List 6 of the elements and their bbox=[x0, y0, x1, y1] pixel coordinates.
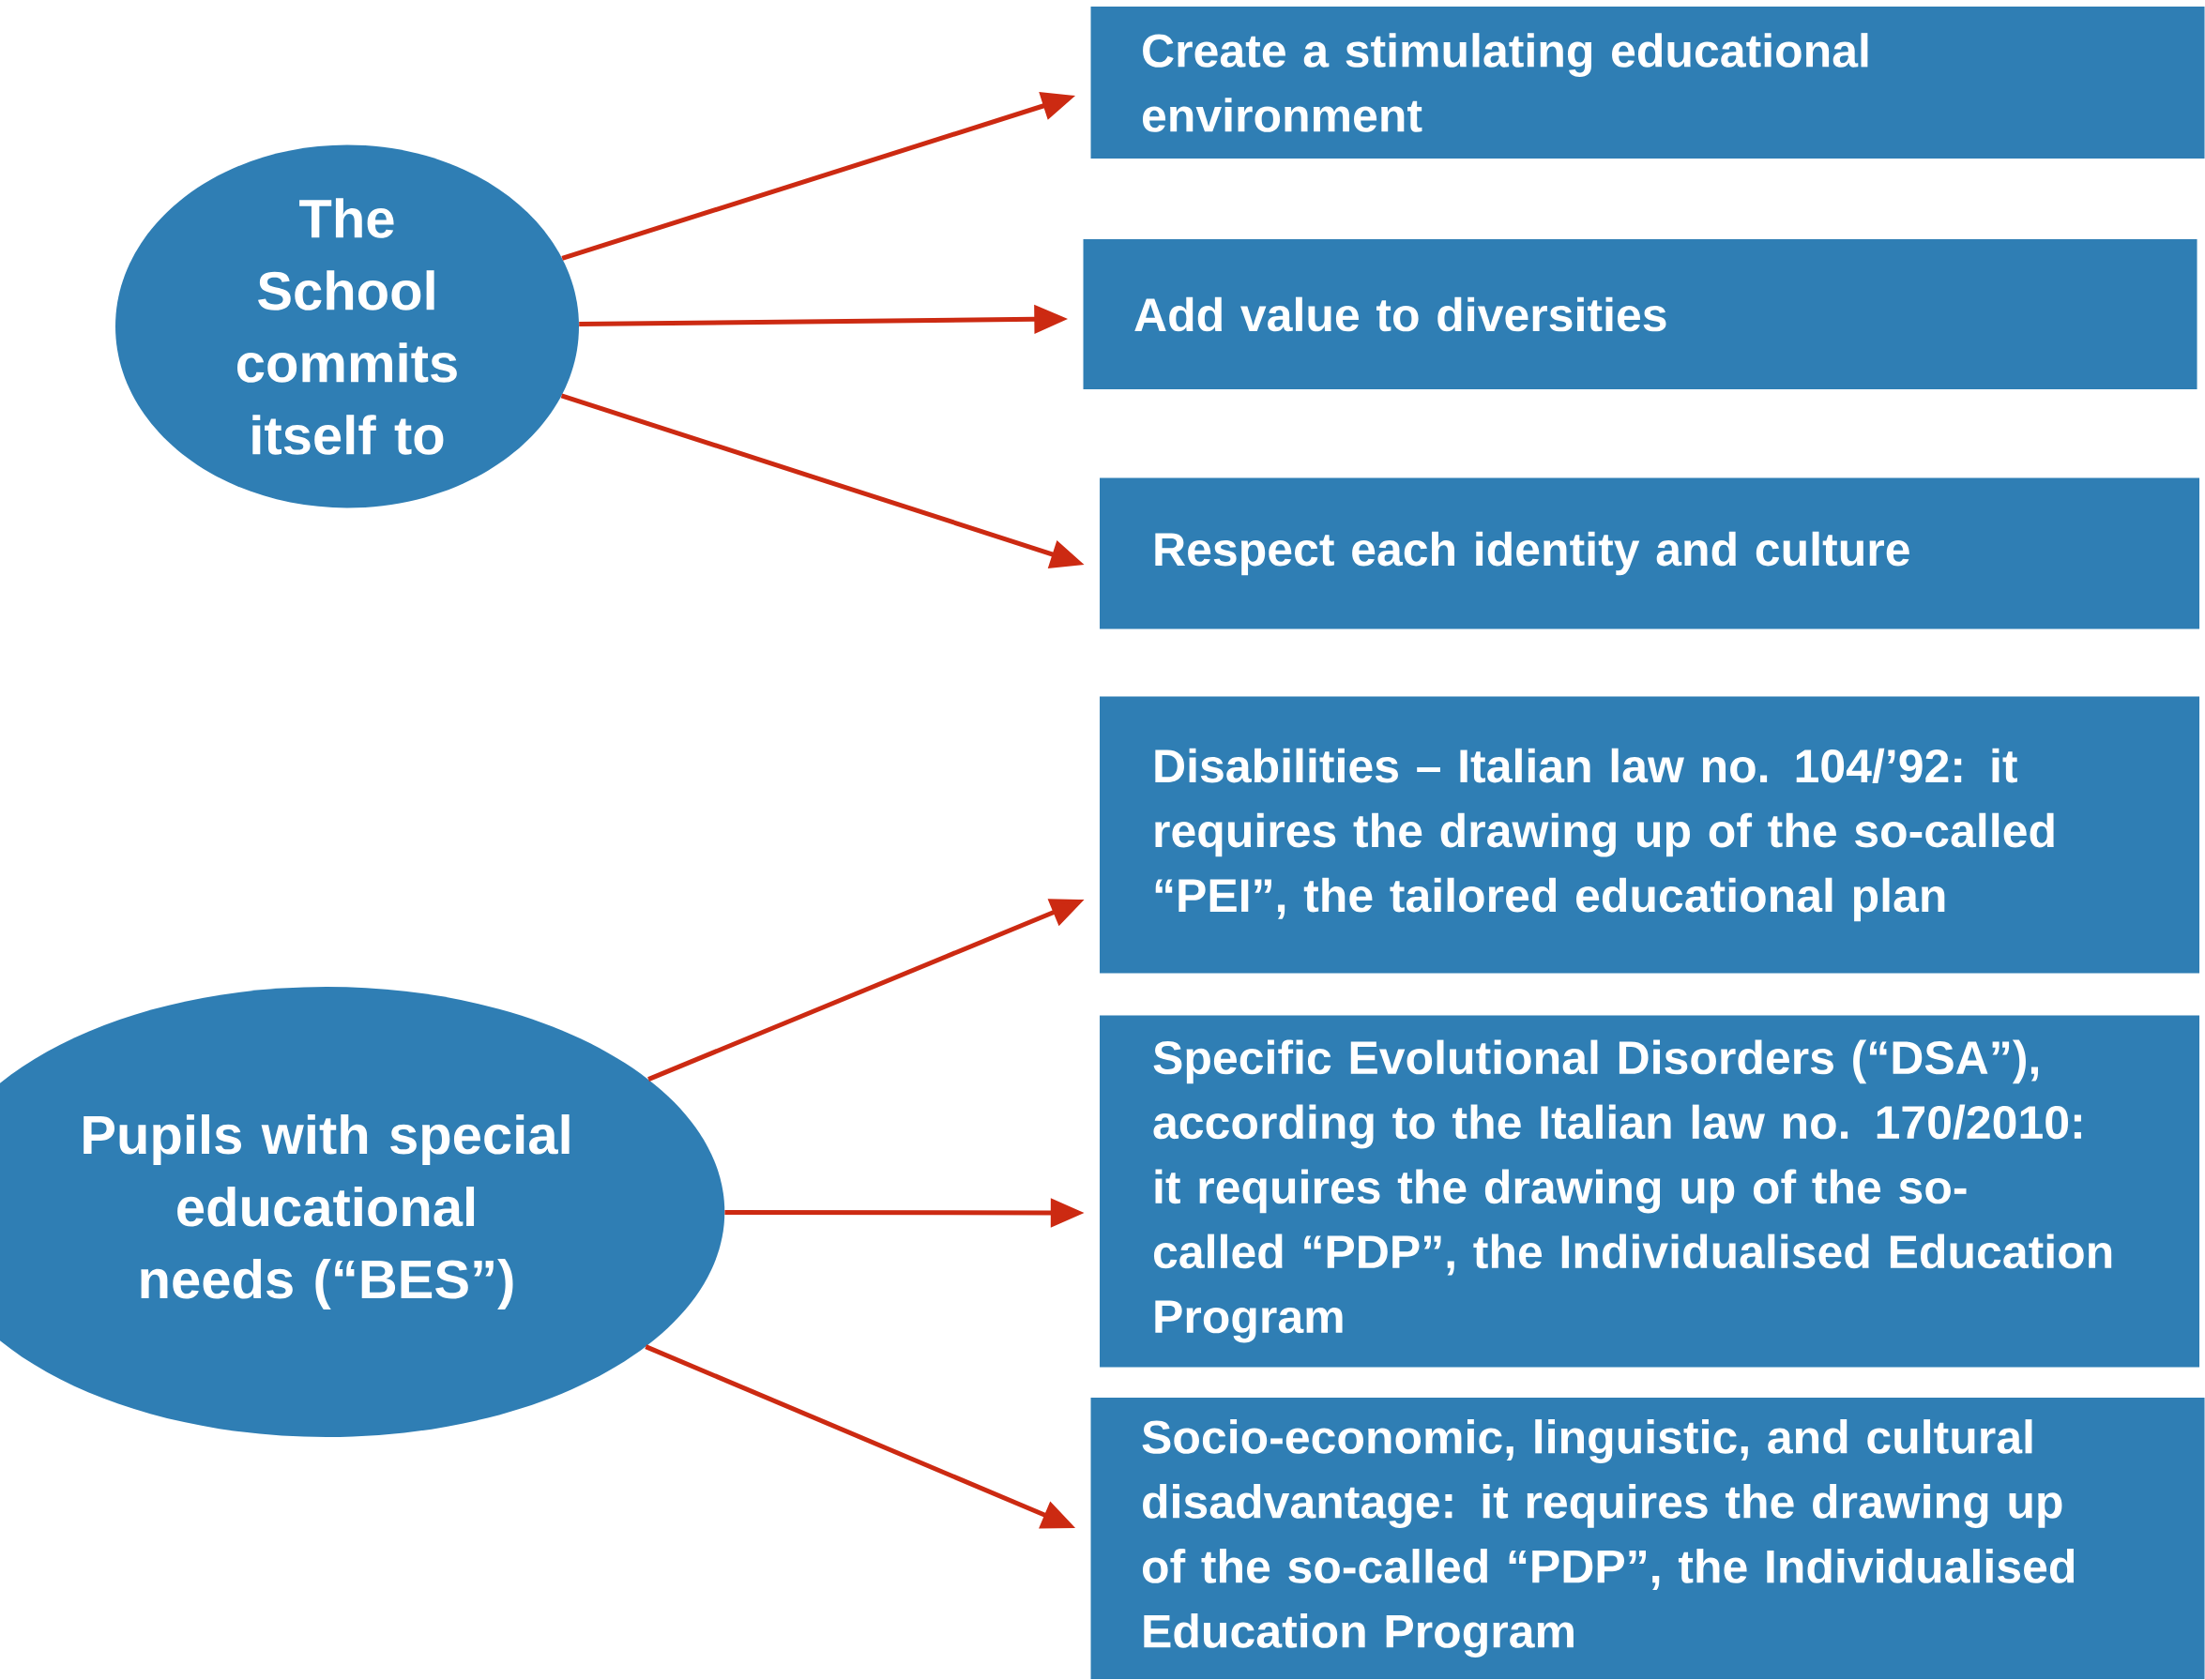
text-box: Specific Evolutional Disorders (“DSA”), according to the Italian law no. 170/2010: it requires the drawing up of the so-called “PDP”, the Individualised Education Program bbox=[1100, 1015, 2200, 1368]
text-box: Socio-economic, linguistic, and cultural disadvantage: it requires the drawing up of the so-called “PDP”, the Individualised Education Program bbox=[1090, 1398, 2205, 1679]
text-box: Respect each identity and culture bbox=[1100, 477, 2200, 629]
text-box: Disabilities – Italian law no. 104/’92: it requires the drawing up of the so-called “PEI”, the tailored educational plan bbox=[1100, 696, 2200, 974]
text-box: Create a stimulating educational environment bbox=[1090, 7, 2205, 159]
text-box: Add value to diversities bbox=[1083, 239, 2197, 389]
